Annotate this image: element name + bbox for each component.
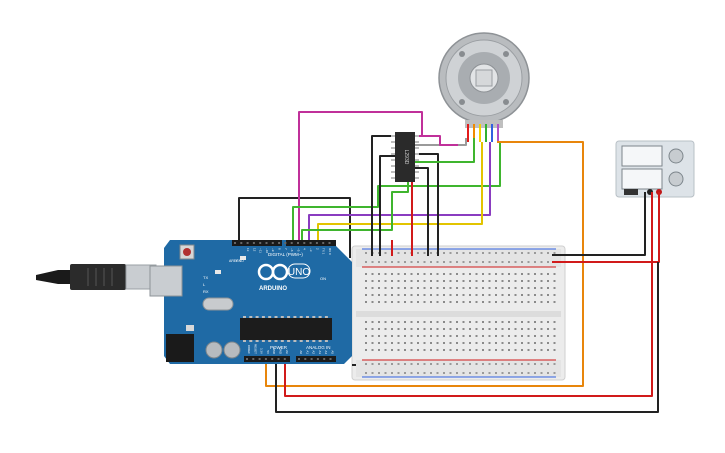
digital-pin-label: ~6 bbox=[290, 248, 294, 252]
atmega-chip bbox=[240, 318, 332, 340]
l293d-driver-ic[interactable]: L293D bbox=[391, 132, 419, 182]
digital-pin-label: ~9 bbox=[271, 248, 275, 252]
capacitor bbox=[223, 341, 241, 359]
wire-black-ic-right[interactable] bbox=[414, 153, 439, 256]
analog-label: ANALOG IN bbox=[306, 345, 331, 350]
analog-pin-label: A4 bbox=[324, 350, 328, 354]
analog-pin-label: A3 bbox=[318, 350, 322, 354]
wire-magenta-ic[interactable] bbox=[414, 135, 458, 146]
usb-cable bbox=[36, 264, 157, 290]
power-pin-label: RESET bbox=[253, 344, 257, 354]
power-pin-label: 3.3V bbox=[260, 348, 264, 354]
breadboard[interactable] bbox=[351, 245, 566, 381]
power-header[interactable] bbox=[244, 356, 290, 362]
digital-pin-label: 12 bbox=[252, 248, 256, 252]
aref-label: AREF bbox=[229, 259, 238, 263]
rx-led-label: RX bbox=[203, 289, 209, 294]
digital-pin-label: RX 0 bbox=[328, 248, 332, 255]
gnd-label: GND bbox=[236, 259, 244, 263]
digital-pin-label: 13 bbox=[246, 248, 250, 252]
wire-magenta[interactable] bbox=[298, 111, 423, 240]
digital-pin-label: ~11 bbox=[259, 248, 263, 253]
digital-pin-label: 7 bbox=[284, 248, 288, 250]
wire-red-supply[interactable] bbox=[552, 192, 660, 263]
dc-jack bbox=[166, 334, 194, 362]
power-pin-label: GND bbox=[279, 347, 283, 355]
power-pin-label: Vin bbox=[285, 350, 289, 355]
breadboard-holes bbox=[365, 252, 556, 374]
analog-header[interactable] bbox=[296, 356, 336, 362]
tx-led-label: TX bbox=[203, 275, 208, 280]
wire-black-gnd-top[interactable] bbox=[238, 197, 351, 258]
analog-pin-label: A0 bbox=[299, 350, 303, 354]
power-pin-label: GND bbox=[272, 347, 276, 355]
digital-pin-label: 2 bbox=[315, 248, 319, 250]
arduino-uno-board[interactable]: ARDUINO UNO DIGITAL (PWM~) POWER ANALOG … bbox=[149, 240, 352, 364]
wire-black-long[interactable] bbox=[275, 262, 659, 413]
ic-label: L293D bbox=[403, 150, 409, 165]
wire-black-supply[interactable] bbox=[552, 192, 646, 256]
digital-header-high[interactable] bbox=[232, 240, 282, 246]
wire-red-long[interactable] bbox=[284, 192, 653, 397]
wire-gray[interactable] bbox=[414, 138, 467, 146]
digital-pin-label: 8 bbox=[278, 248, 282, 250]
wire-purple[interactable] bbox=[308, 142, 491, 240]
logo-text: ARDUINO bbox=[259, 286, 287, 292]
wire-yellow[interactable] bbox=[317, 142, 483, 240]
power-pin-label: 5V bbox=[266, 350, 270, 354]
power-supply[interactable] bbox=[615, 140, 695, 198]
wire-black-ic-left2[interactable] bbox=[379, 155, 396, 256]
wire-green-long[interactable] bbox=[292, 142, 501, 240]
wire-black-ic-left[interactable] bbox=[371, 135, 396, 256]
digital-pin-label: ~10 bbox=[265, 248, 269, 253]
digital-pin-label: ~5 bbox=[296, 248, 300, 252]
analog-pin-label: A1 bbox=[305, 350, 309, 354]
digital-pin-label: 4 bbox=[303, 248, 307, 250]
crystal-oscillator bbox=[202, 297, 234, 311]
wire-black-ic-right2[interactable] bbox=[414, 167, 429, 256]
capacitor bbox=[205, 341, 223, 359]
analog-pin-label: A5 bbox=[331, 350, 335, 354]
digital-header-label: DIGITAL (PWM~) bbox=[268, 252, 303, 257]
model-label: UNO bbox=[288, 267, 310, 278]
arduino-logo: ARDUINO bbox=[257, 263, 289, 292]
power-label: POWER bbox=[270, 345, 288, 350]
analog-pin-label: A2 bbox=[312, 350, 316, 354]
wire-orange[interactable] bbox=[265, 141, 584, 387]
usb-jack bbox=[149, 265, 183, 297]
digital-pin-label: TX 1 bbox=[322, 248, 326, 255]
power-pin-label: IOREF bbox=[247, 345, 251, 354]
wires[interactable] bbox=[238, 111, 660, 413]
on-led-label: ON bbox=[320, 276, 326, 281]
l-led-label: L bbox=[203, 282, 206, 287]
wire-green-short[interactable] bbox=[301, 178, 409, 240]
wire-green-motor[interactable] bbox=[414, 138, 475, 163]
digital-pin-label: ~3 bbox=[309, 248, 313, 252]
dc-motor[interactable] bbox=[438, 32, 530, 142]
